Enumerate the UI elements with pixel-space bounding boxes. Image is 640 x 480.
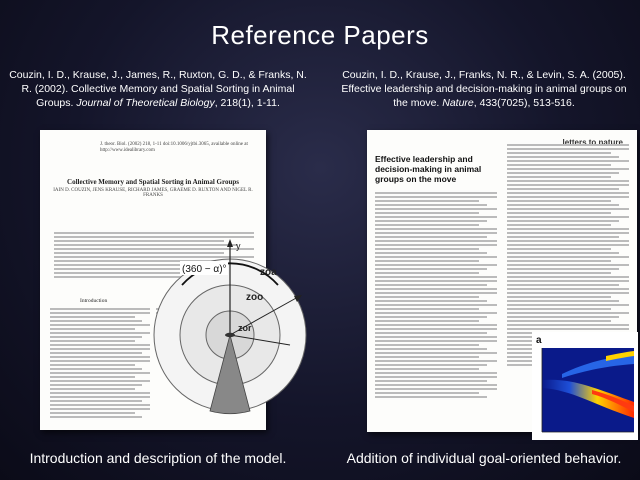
right-journal: Nature <box>442 97 474 109</box>
paper2-title: Effective leadership and decision-making… <box>375 154 482 184</box>
right-citation-tail: , 433(7025), 513-516. <box>473 97 575 109</box>
figure-label-a: a <box>536 335 542 346</box>
paper1-column-left <box>50 306 150 420</box>
left-citation-tail: , 218(1), 1-11. <box>214 97 280 109</box>
left-caption: Introduction and description of the mode… <box>29 450 287 466</box>
paper1-intro-heading: Introduction <box>80 298 108 304</box>
heatmap-figure: a <box>532 332 638 440</box>
paper1-authors: IAIN D. COUZIN, JENS KRAUSE, RICHARD JAM… <box>53 188 253 198</box>
left-citation: Couzin, I. D., Krause, J., James, R., Ru… <box>8 68 308 110</box>
angle-label: (360 − α)° <box>182 264 227 275</box>
blind-zone-wedge <box>209 333 251 415</box>
zone-diagram: y (360 − α)° zoa zoo zor <box>153 239 307 415</box>
paper1-title: Collective Memory and Spatial Sorting in… <box>67 178 239 186</box>
zone-label-zoo: zoo <box>246 292 263 303</box>
paper1-abstract <box>54 230 254 280</box>
right-caption: Addition of individual goal-oriented beh… <box>346 450 622 466</box>
left-journal: Journal of Theoretical Biology <box>76 97 215 109</box>
slide-title: Reference Papers <box>211 20 429 50</box>
paper1-header: J. theor. Biol. (2002) 218, 1-11 doi:10.… <box>100 142 248 153</box>
right-citation-text: Couzin, I. D., Krause, J., Franks, N. R.… <box>341 69 627 109</box>
axis-y-label: y <box>236 241 241 251</box>
paper2-column-left <box>375 190 497 400</box>
zone-label-zor: zor <box>238 323 252 333</box>
zone-label-zoa: zoa <box>260 267 277 278</box>
right-citation: Couzin, I. D., Krause, J., Franks, N. R.… <box>334 68 634 110</box>
left-citation-text: Couzin, I. D., Krause, J., James, R., Ru… <box>9 69 307 109</box>
